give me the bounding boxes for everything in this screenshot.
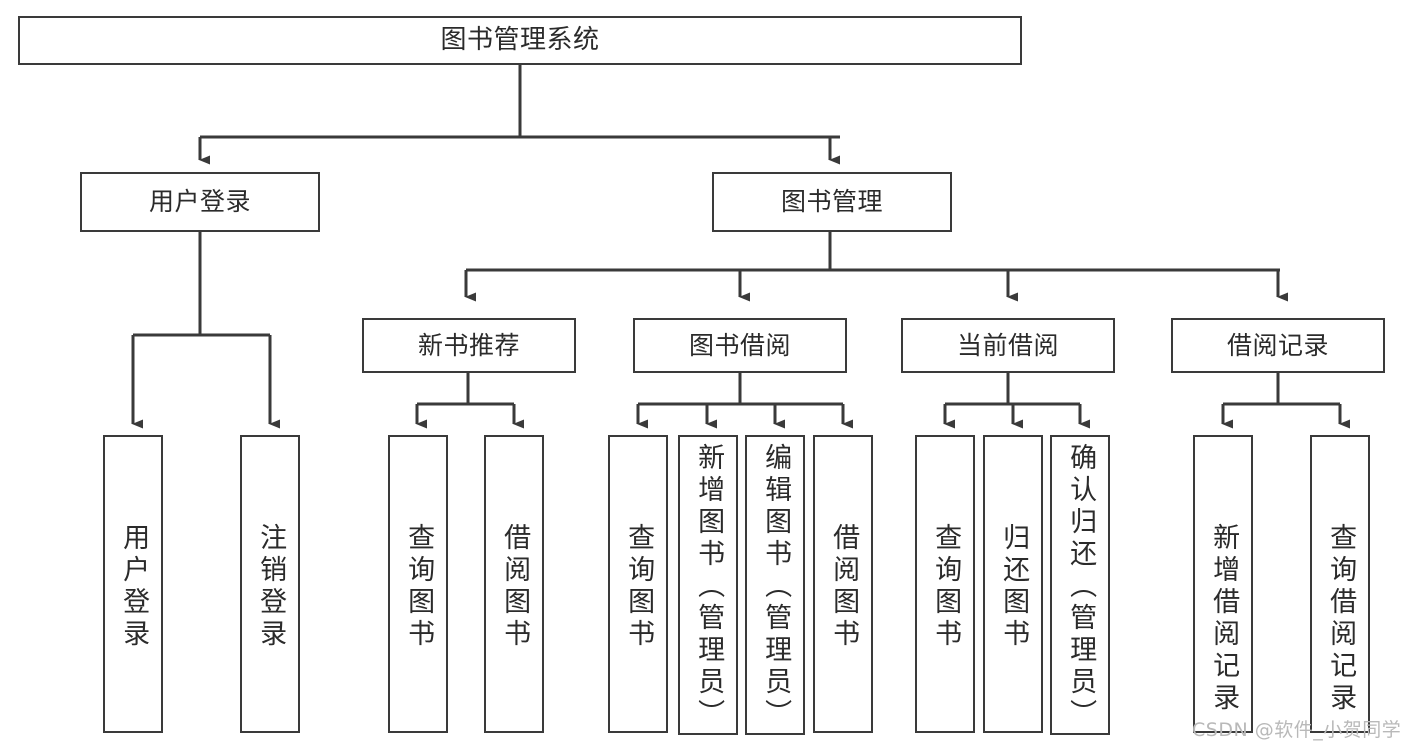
leaf-query-book-recommend[interactable]: 查询图书 [388, 435, 448, 733]
node-label: 用户登录 [118, 523, 150, 651]
leaf-add-borrow-record[interactable]: 新增借阅记录 [1193, 435, 1253, 733]
node-label: 新书推荐 [417, 330, 520, 360]
node-label: 用户登录 [148, 187, 251, 216]
node-label: 当前借阅 [956, 330, 1059, 360]
node-book-management[interactable]: 图书管理 [712, 172, 952, 232]
node-label: 图书管理系统 [440, 24, 600, 55]
node-book-borrow[interactable]: 图书借阅 [633, 318, 847, 373]
leaf-logout-login[interactable]: 注销登录 [240, 435, 300, 733]
node-root-system[interactable]: 图书管理系统 [18, 16, 1022, 65]
node-label: 新增图书（管理员） [693, 443, 725, 731]
leaf-user-login[interactable]: 用户登录 [103, 435, 163, 733]
leaf-add-book-admin[interactable]: 新增图书（管理员） [678, 435, 738, 735]
node-user-login[interactable]: 用户登录 [80, 172, 320, 232]
node-borrow-record[interactable]: 借阅记录 [1171, 318, 1385, 373]
leaf-edit-book-admin[interactable]: 编辑图书（管理员） [745, 435, 805, 735]
node-current-borrow[interactable]: 当前借阅 [901, 318, 1115, 373]
node-label: 查询图书 [403, 523, 435, 651]
leaf-return-book[interactable]: 归还图书 [983, 435, 1043, 733]
node-label: 新增借阅记录 [1208, 523, 1240, 715]
leaf-query-book-current[interactable]: 查询图书 [915, 435, 975, 733]
leaf-query-borrow-record[interactable]: 查询借阅记录 [1310, 435, 1370, 733]
leaf-confirm-return-admin[interactable]: 确认归还（管理员） [1050, 435, 1110, 735]
node-label: 查询图书 [930, 523, 962, 651]
leaf-borrow-book-recommend[interactable]: 借阅图书 [484, 435, 544, 733]
leaf-query-book-borrow[interactable]: 查询图书 [608, 435, 668, 733]
node-label: 查询图书 [623, 523, 655, 651]
node-new-book-recommend[interactable]: 新书推荐 [362, 318, 576, 373]
leaf-borrow-book[interactable]: 借阅图书 [813, 435, 873, 733]
node-label: 确认归还（管理员） [1065, 443, 1097, 731]
node-label: 借阅图书 [828, 523, 860, 651]
csdn-watermark: CSDN @软件_小贺同学 [1192, 719, 1402, 741]
node-label: 编辑图书（管理员） [760, 443, 792, 731]
node-label: 借阅记录 [1226, 330, 1329, 360]
node-label: 借阅图书 [499, 523, 531, 651]
node-label: 注销登录 [255, 523, 287, 651]
node-label: 图书管理 [780, 187, 883, 216]
node-label: 查询借阅记录 [1325, 523, 1357, 715]
node-label: 图书借阅 [688, 330, 791, 360]
node-label: 归还图书 [998, 523, 1030, 651]
